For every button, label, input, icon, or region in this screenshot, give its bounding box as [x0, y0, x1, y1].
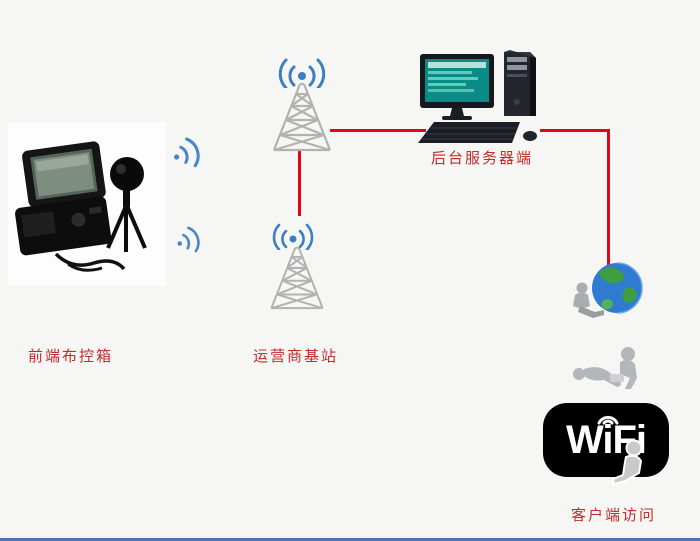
bottom-edge-line [0, 538, 700, 541]
signal-waves-icon [174, 137, 200, 168]
connector-server-to-client-horizontal [540, 129, 610, 132]
label-server: 后台服务器端 [431, 151, 534, 167]
label-base-station: 运营商基站 [253, 349, 339, 365]
front-box-photo [8, 122, 166, 286]
connector-tower-to-server [330, 129, 426, 132]
wifi-arcs-icon [597, 415, 619, 425]
desktop-computer-icon [418, 50, 537, 143]
seated-user-icon [611, 439, 643, 486]
connector-server-to-client-vertical [607, 129, 610, 269]
signal-waves-icon [177, 226, 200, 253]
cell-tower-icon [270, 246, 324, 310]
cell-tower-icon [272, 82, 332, 152]
label-client: 客户端访问 [571, 508, 657, 524]
control-case-with-camera-icon [15, 141, 147, 272]
tower-signal-waves-icon [278, 58, 326, 88]
globe-users-icon [573, 262, 643, 318]
connector-tower-to-tower [298, 150, 301, 216]
tower-signal-waves-icon [272, 223, 314, 250]
users-icon [573, 347, 637, 389]
label-front-box: 前端布控箱 [28, 349, 114, 365]
